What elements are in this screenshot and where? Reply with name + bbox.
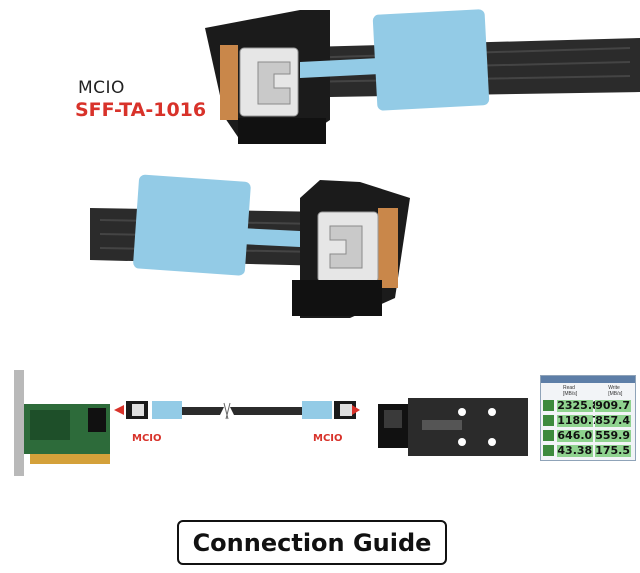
mcio-connector-bottom-photo: [90, 174, 410, 318]
test-button: [543, 445, 555, 456]
benchmark-screenshot: Read [MB/s] Write [MB/s] 2325.8 909.7 11…: [540, 375, 636, 461]
cable-diagram: [114, 401, 360, 420]
benchmark-row: 43.38 175.5: [543, 444, 633, 457]
test-button: [543, 430, 555, 441]
write-value: 559.9: [595, 428, 631, 442]
connection-guide-label: Connection Guide: [192, 528, 432, 557]
write-value: 909.7: [595, 398, 631, 412]
read-value: 2325.8: [557, 398, 600, 412]
benchmark-row: 1180.7 857.4: [543, 414, 633, 427]
read-value: 646.0: [557, 428, 594, 442]
connection-guide-box: Connection Guide: [177, 520, 447, 565]
sff-ta-1016-label: SFF-TA-1016: [75, 99, 207, 121]
read-value: 1180.7: [557, 413, 600, 427]
write-value: 857.4: [595, 413, 631, 427]
test-button: [543, 415, 555, 426]
benchmark-title-bar: [541, 376, 635, 383]
u2-adapter-board-image: [378, 398, 528, 456]
write-value: 175.5: [595, 443, 631, 457]
read-value: 43.38: [557, 443, 594, 457]
mcio-left-label: MCIO: [132, 433, 162, 444]
pcie-adapter-card-image: [14, 370, 110, 476]
benchmark-row: 646.0 559.9: [543, 429, 633, 442]
test-button: [543, 400, 555, 411]
write-column-header: Write [MB/s]: [608, 385, 623, 397]
mcio-right-label: MCIO: [313, 433, 343, 444]
mcio-connector-top-photo: [205, 9, 640, 144]
read-column-header: Read [MB/s]: [563, 385, 578, 397]
benchmark-header: Read [MB/s] Write [MB/s]: [563, 385, 635, 397]
mcio-label: MCIO: [78, 78, 125, 98]
benchmark-row: 2325.8 909.7: [543, 399, 633, 412]
